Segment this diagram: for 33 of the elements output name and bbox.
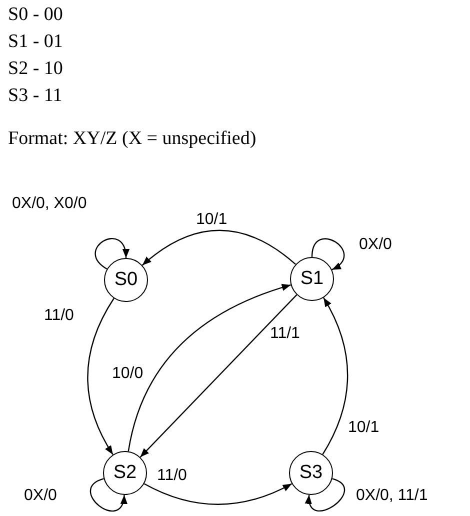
- state-name: S0: [114, 269, 138, 291]
- transition-arrow: [140, 294, 298, 458]
- state-name: S3: [299, 462, 323, 484]
- format-note: Format: XY/Z (X = unspecified): [8, 128, 256, 150]
- state-circle: [289, 451, 333, 495]
- state-circle: [103, 451, 147, 495]
- self-loop-arrow: [94, 238, 128, 270]
- edge-label: 11/0: [157, 468, 187, 484]
- state-encoding: S0 - 00: [8, 4, 63, 26]
- transition-arrow: [128, 284, 291, 452]
- state-circle: [104, 258, 148, 302]
- self-loop-arrow: [311, 238, 345, 270]
- transition-arrow: [87, 298, 114, 455]
- edge-label: 11/0: [44, 308, 74, 324]
- edge-label: 10/1: [196, 212, 228, 228]
- edge-label: 0X/0, X0/0: [12, 196, 87, 212]
- state-name: S1: [300, 268, 324, 290]
- state-name: S2: [113, 462, 137, 484]
- self-loop-arrow: [306, 478, 345, 512]
- edge-label: 0X/0: [359, 237, 392, 253]
- state-circle: [290, 257, 334, 301]
- state-encoding: S2 - 10: [8, 58, 63, 80]
- transition-arrow: [144, 483, 292, 505]
- edge-label: 0X/0: [24, 488, 57, 504]
- transition-arrow: [322, 297, 348, 455]
- edge-label: 0X/0, 11/1: [356, 488, 428, 504]
- state-encoding: S1 - 01: [8, 31, 63, 53]
- state-encoding: S3 - 11: [8, 85, 62, 107]
- self-loop-arrow: [90, 478, 126, 512]
- edge-label: 10/1: [348, 420, 380, 436]
- edge-label: 10/0: [112, 366, 144, 382]
- edge-label: 11/1: [270, 326, 300, 342]
- transition-arrow: [142, 230, 296, 266]
